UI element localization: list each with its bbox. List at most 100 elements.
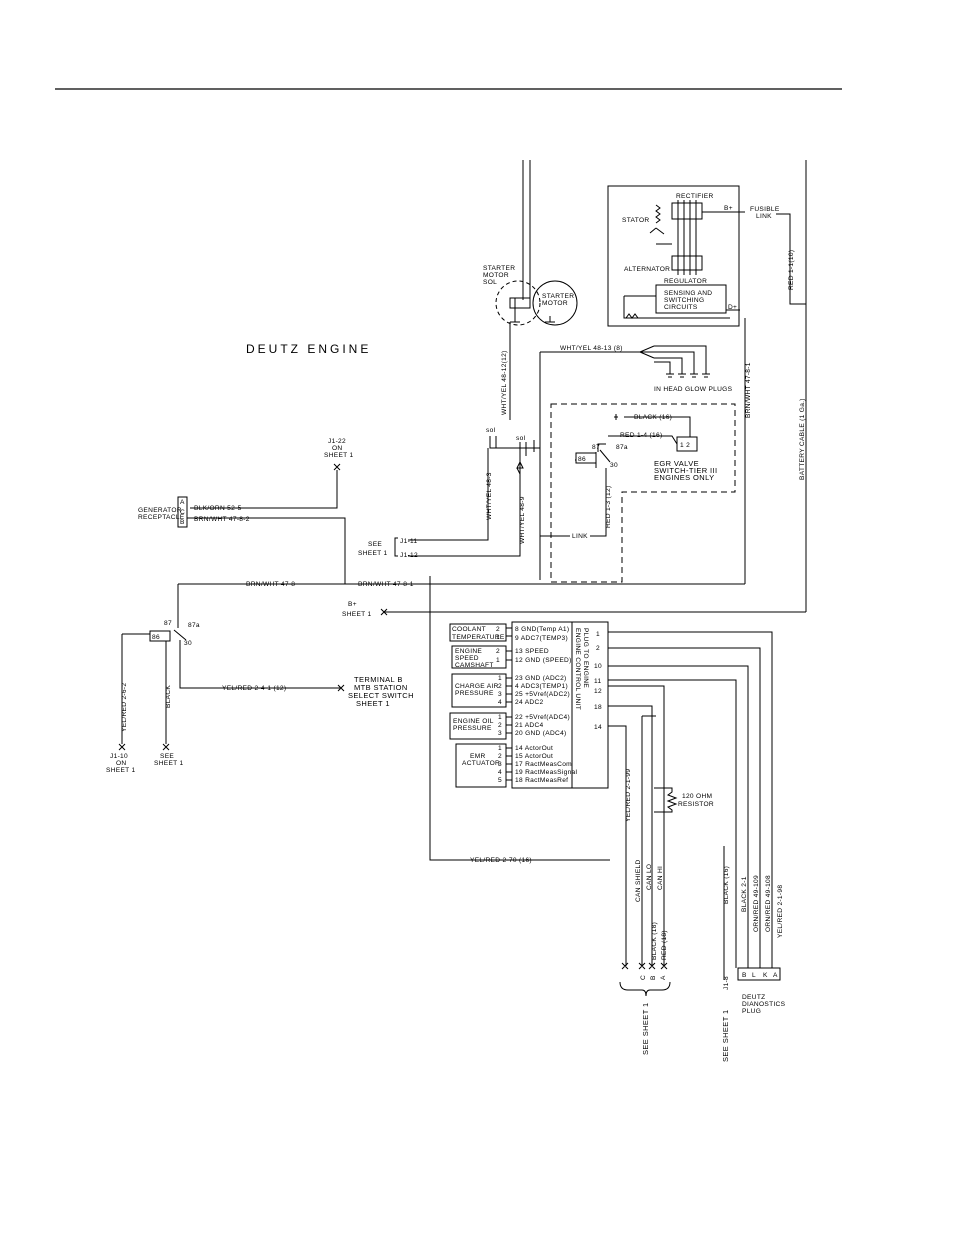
- generator-label-1: GENERATOR: [138, 507, 182, 514]
- wht-yel-48-12-wire-label: WHT/YEL 48-12(12): [501, 350, 508, 415]
- svg-text:A: A: [180, 499, 185, 506]
- brn-wht-47-8-wire-label: BRN/WHT 47-8: [246, 581, 295, 588]
- see-sheet-1-bottom-right: SEE SHEET 1: [721, 1009, 730, 1062]
- svg-text:COOLANT: COOLANT: [452, 626, 486, 633]
- glow-plugs: WHT/YEL 48-13 (8) IN HEAD GLOW PLUGS: [539, 345, 733, 580]
- rectifier-label: RECTIFIER: [676, 193, 714, 200]
- can-hi-wire-label: CAN HI: [657, 866, 664, 890]
- egr-label-1: EGR VALVE: [654, 459, 699, 468]
- engine-control-unit: 8 GND(Temp A1) 9 ADC7(TEMP3) 13 SPEED 12…: [511, 621, 609, 789]
- j1-10-sheet: SHEET 1: [106, 767, 135, 774]
- brn-wht-47-8-1-vertical-label: BRN/WHT 47-8-1: [745, 362, 752, 418]
- svg-text:1: 1: [498, 745, 502, 752]
- red-1-3-wire-label: RED 1-3 (12): [605, 486, 612, 528]
- see-sheet-1-label: SHEET 1: [358, 550, 387, 557]
- svg-text:K: K: [763, 972, 768, 979]
- wht-yel-48-3-wire-label: WHT/YEL 48-3: [486, 472, 493, 520]
- ecu-label-2: PLUG TO ENGINE: [582, 628, 589, 688]
- svg-text:ENGINE: ENGINE: [455, 648, 482, 655]
- yel-red-2-4-1-wire-label: YEL/RED 2-4-1 (12): [222, 685, 286, 692]
- diag-plug-label-3: PLUG: [742, 1008, 761, 1015]
- red-1-4-wire-label: RED 1-4 (16): [620, 432, 662, 439]
- sensing-label-2: SWITCHING: [664, 297, 704, 304]
- resistor-120-ohm: [654, 787, 678, 813]
- ecu-pin-14: 17 RactMeasCom: [515, 761, 572, 768]
- orn-red-49-109-wire-label: ORN/RED 49-109: [753, 875, 760, 932]
- starter-assembly: STARTER MOTOR SOL STARTER MOTOR: [483, 160, 578, 326]
- red-1-1-wire-label: RED 1-1(10): [788, 250, 795, 290]
- svg-text:2: 2: [498, 722, 502, 729]
- ecu-pin-16: 18 RactMeasRef: [515, 777, 568, 784]
- b-plus-ref: B+: [348, 601, 357, 608]
- see-label: SEE: [368, 541, 382, 548]
- ecu-pin-4: 12 GND (SPEED): [515, 657, 572, 664]
- ecu-pin-10: 21 ADC4: [515, 722, 544, 729]
- fusible-link-label-1: FUSIBLE: [750, 206, 780, 213]
- d-plus-terminal-label: D+: [728, 304, 737, 311]
- orn-red-49-108-wire-label: ORN/RED 49-108: [765, 875, 772, 932]
- svg-text:2: 2: [496, 648, 500, 655]
- ecu-out-pin-2: 2: [596, 645, 600, 652]
- ecu-pin-2: 9 ADC7(TEMP3): [515, 635, 568, 642]
- j1-22-ref: J1-22: [328, 438, 346, 445]
- svg-text:SPEED: SPEED: [455, 655, 479, 662]
- svg-text:2: 2: [498, 753, 502, 760]
- svg-text:A: A: [660, 975, 667, 980]
- wht-yel-48-13-wire-label: WHT/YEL 48-13 (8): [560, 345, 623, 352]
- svg-text:C: C: [180, 509, 185, 516]
- b-plus-terminal-label: B+: [724, 205, 733, 212]
- j1-22-sheet: SHEET 1: [324, 452, 353, 459]
- egr-relay: 86 87 87a 30 RED 1-3 (12) LINK: [540, 443, 628, 540]
- sensor-group: COOLANT TEMPERATURE 2 1 ENGINE SPEED CAM…: [449, 623, 512, 788]
- ecu-label-1: ENGINE CONTROL UNIT: [574, 628, 581, 710]
- svg-text:B: B: [650, 975, 657, 980]
- svg-text:87a: 87a: [616, 444, 628, 451]
- ecu-pin-8: 24 ADC2: [515, 699, 544, 706]
- svg-text:2: 2: [496, 626, 500, 633]
- svg-text:C: C: [640, 975, 647, 980]
- ecu-out-pin-1: 1: [596, 631, 600, 638]
- wht-yel-48-9-wire-label: WHT/YEL 48-9: [519, 496, 526, 544]
- glow-plugs-label: IN HEAD GLOW PLUGS: [654, 386, 733, 393]
- ecu-out-pin-6: 18: [594, 704, 602, 711]
- terminal-b-label-1: TERMINAL B: [354, 675, 403, 684]
- svg-text:5: 5: [498, 777, 502, 784]
- generator-label-2: RECEPTACLE: [138, 514, 185, 521]
- b-plus-sheet-ref: SHEET 1: [342, 611, 371, 618]
- brn-wht-47-8-2-wire-label: BRN/WHT 47-8-2: [194, 516, 250, 523]
- svg-text:87: 87: [164, 620, 172, 627]
- terminal-b-label-4: SHEET 1: [356, 699, 390, 708]
- ecu-pin-9: 22 +5Vref(ADC4): [515, 714, 570, 721]
- ecu-out-pin-4: 11: [594, 678, 601, 685]
- black-2-1-wire-label: BLACK 2-1: [741, 876, 748, 912]
- svg-text:CHARGE AIR: CHARGE AIR: [455, 683, 499, 690]
- diag-plug-label-1: DEUTZ: [742, 994, 765, 1001]
- egr-dashed-boundary: [550, 403, 736, 583]
- alternator-label: ALTERNATOR: [624, 266, 670, 273]
- svg-text:B: B: [180, 519, 185, 526]
- svg-text:87: 87: [592, 444, 600, 451]
- svg-text:30: 30: [184, 640, 192, 647]
- svg-text:PRESSURE: PRESSURE: [455, 690, 494, 697]
- see-sheet-left-2: SHEET 1: [154, 760, 183, 767]
- starter-motor-label-2: MOTOR: [542, 300, 568, 307]
- ecu-pin-3: 13 SPEED: [515, 648, 549, 655]
- svg-text:30: 30: [610, 462, 618, 469]
- ecu-out-pin-3: 10: [594, 663, 602, 670]
- svg-text:B: B: [742, 972, 747, 979]
- svg-text:1: 1: [498, 714, 502, 721]
- svg-text:86: 86: [578, 456, 586, 463]
- egr-label-2: SWITCH-TIER III: [654, 466, 718, 475]
- sol-relays: sol sol: [408, 427, 541, 557]
- can-shield-wire-label: CAN SHIELD: [635, 859, 642, 902]
- red-18-wire-label: RED (18): [661, 930, 668, 960]
- sensing-label-1: SENSING AND: [664, 290, 712, 297]
- svg-text:86: 86: [152, 634, 160, 641]
- can-plug: C B A: [619, 962, 671, 997]
- ecu-out-pin-7: 14: [594, 724, 602, 731]
- j1-10-on: ON: [116, 760, 127, 767]
- j1-22-on: ON: [332, 445, 343, 452]
- svg-text:3: 3: [498, 761, 502, 768]
- yel-red-2-70-wire-label: YEL/RED 2-70 (16): [470, 857, 532, 864]
- yel-red-2-1-99-wire-label: YEL/RED 2-1-99: [625, 769, 632, 822]
